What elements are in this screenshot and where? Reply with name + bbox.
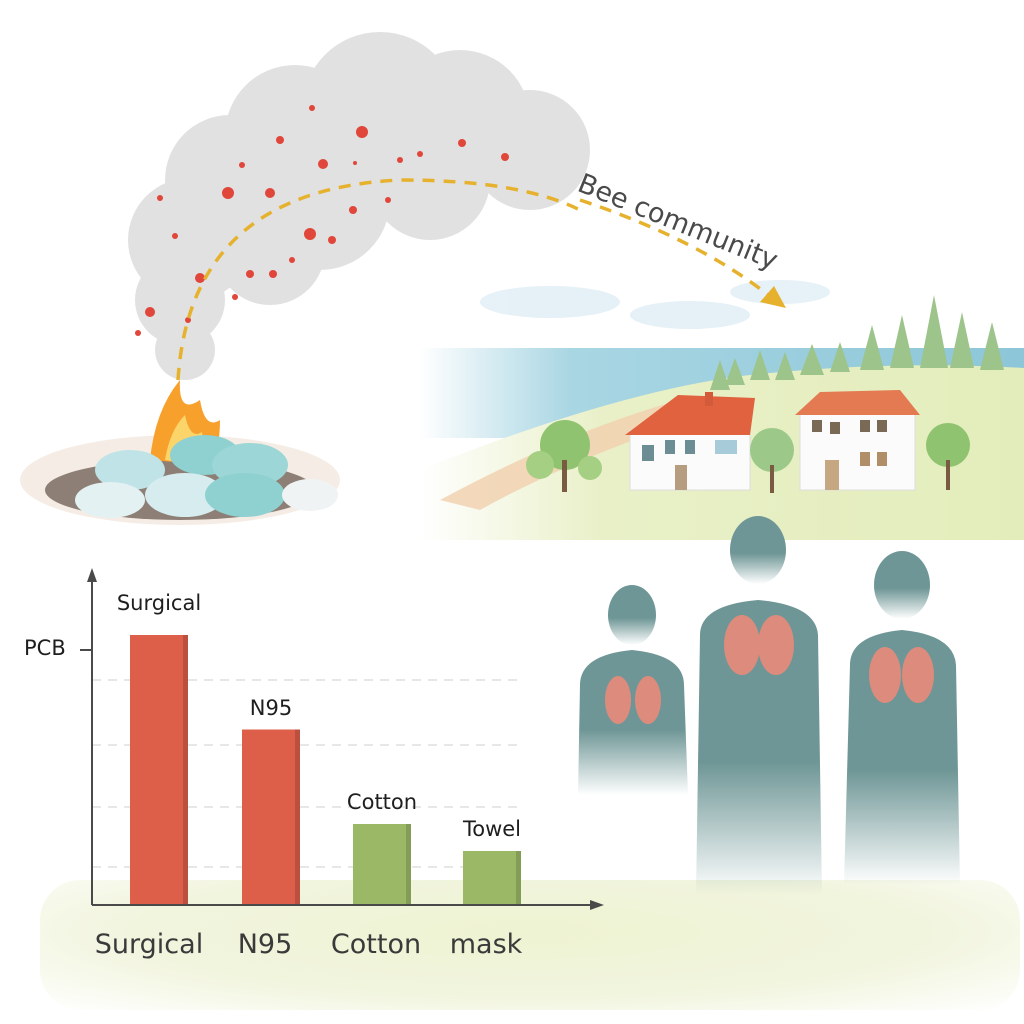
deciduous-trees [526, 420, 970, 493]
bar-label: Surgical [116, 591, 202, 615]
bar-chart [80, 568, 604, 910]
x-axis-arrow-icon [590, 900, 604, 910]
village-landscape [420, 280, 1024, 540]
smoke-plume [128, 32, 590, 381]
y-axis-label: PCB [24, 636, 66, 660]
x-axis-tick-label: Cotton [330, 929, 422, 960]
bar-mask [463, 851, 521, 905]
lungs-icon [605, 615, 934, 724]
house-left [625, 392, 755, 491]
bars [130, 635, 521, 905]
bar-surgical [130, 635, 188, 905]
dispersion-arrow [579, 198, 786, 308]
woman-silhouette [844, 551, 960, 885]
bar-cotton [353, 824, 411, 905]
cloud-icon [480, 280, 830, 329]
burning-masks [20, 380, 340, 525]
bar-label: Towel [462, 817, 522, 841]
house-right [795, 390, 920, 491]
pcb-particles [135, 105, 509, 336]
pine-trees [710, 295, 1004, 390]
x-axis-tick-label: mask [449, 929, 523, 960]
bar-n95 [242, 729, 300, 905]
mask-icons [75, 435, 338, 518]
x-axis-tick-label: Surgical [94, 929, 204, 960]
x-axis-tick-label: N95 [237, 929, 293, 960]
adult-silhouette [696, 516, 822, 895]
dispersion-path [176, 178, 581, 381]
bar-label: N95 [249, 695, 293, 720]
arrowhead-icon [760, 286, 786, 308]
ground-wash [40, 880, 1020, 1010]
y-axis-arrow-icon [87, 568, 97, 582]
child-silhouette [578, 585, 688, 795]
bar-label: Cotton [346, 790, 418, 814]
people-silhouettes [578, 516, 960, 895]
